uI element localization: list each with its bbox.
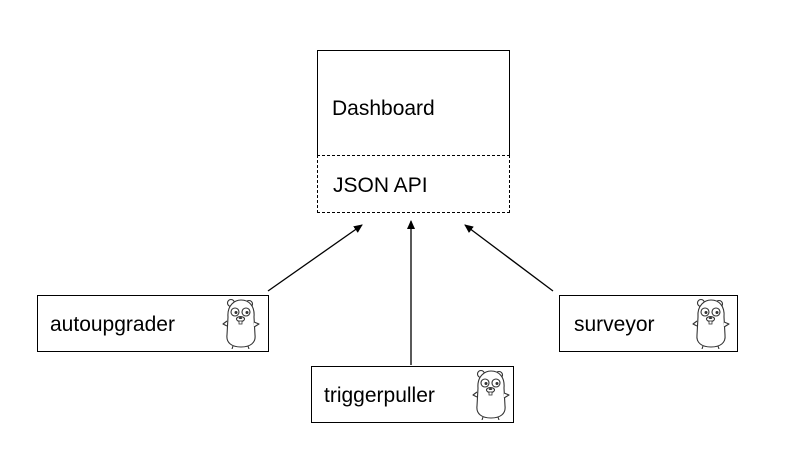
arrow-surveyor-to-api xyxy=(464,224,554,292)
dashboard-box: Dashboard JSON API xyxy=(317,50,510,213)
autoupgrader-box: autoupgrader xyxy=(37,295,269,352)
gopher-mascot-icon xyxy=(472,369,510,420)
json-api-label: JSON API xyxy=(333,174,428,197)
dashboard-title: Dashboard xyxy=(332,97,435,120)
arrow-autoupgrader-to-api xyxy=(267,224,363,292)
surveyor-box: surveyor xyxy=(559,295,738,352)
gopher-mascot-icon xyxy=(222,298,260,349)
json-api-section: JSON API xyxy=(317,155,510,213)
gopher-mascot-icon xyxy=(692,298,730,349)
triggerpuller-label: triggerpuller xyxy=(324,384,435,407)
surveyor-label: surveyor xyxy=(574,313,655,336)
autoupgrader-label: autoupgrader xyxy=(50,313,175,336)
triggerpuller-box: triggerpuller xyxy=(311,366,514,423)
